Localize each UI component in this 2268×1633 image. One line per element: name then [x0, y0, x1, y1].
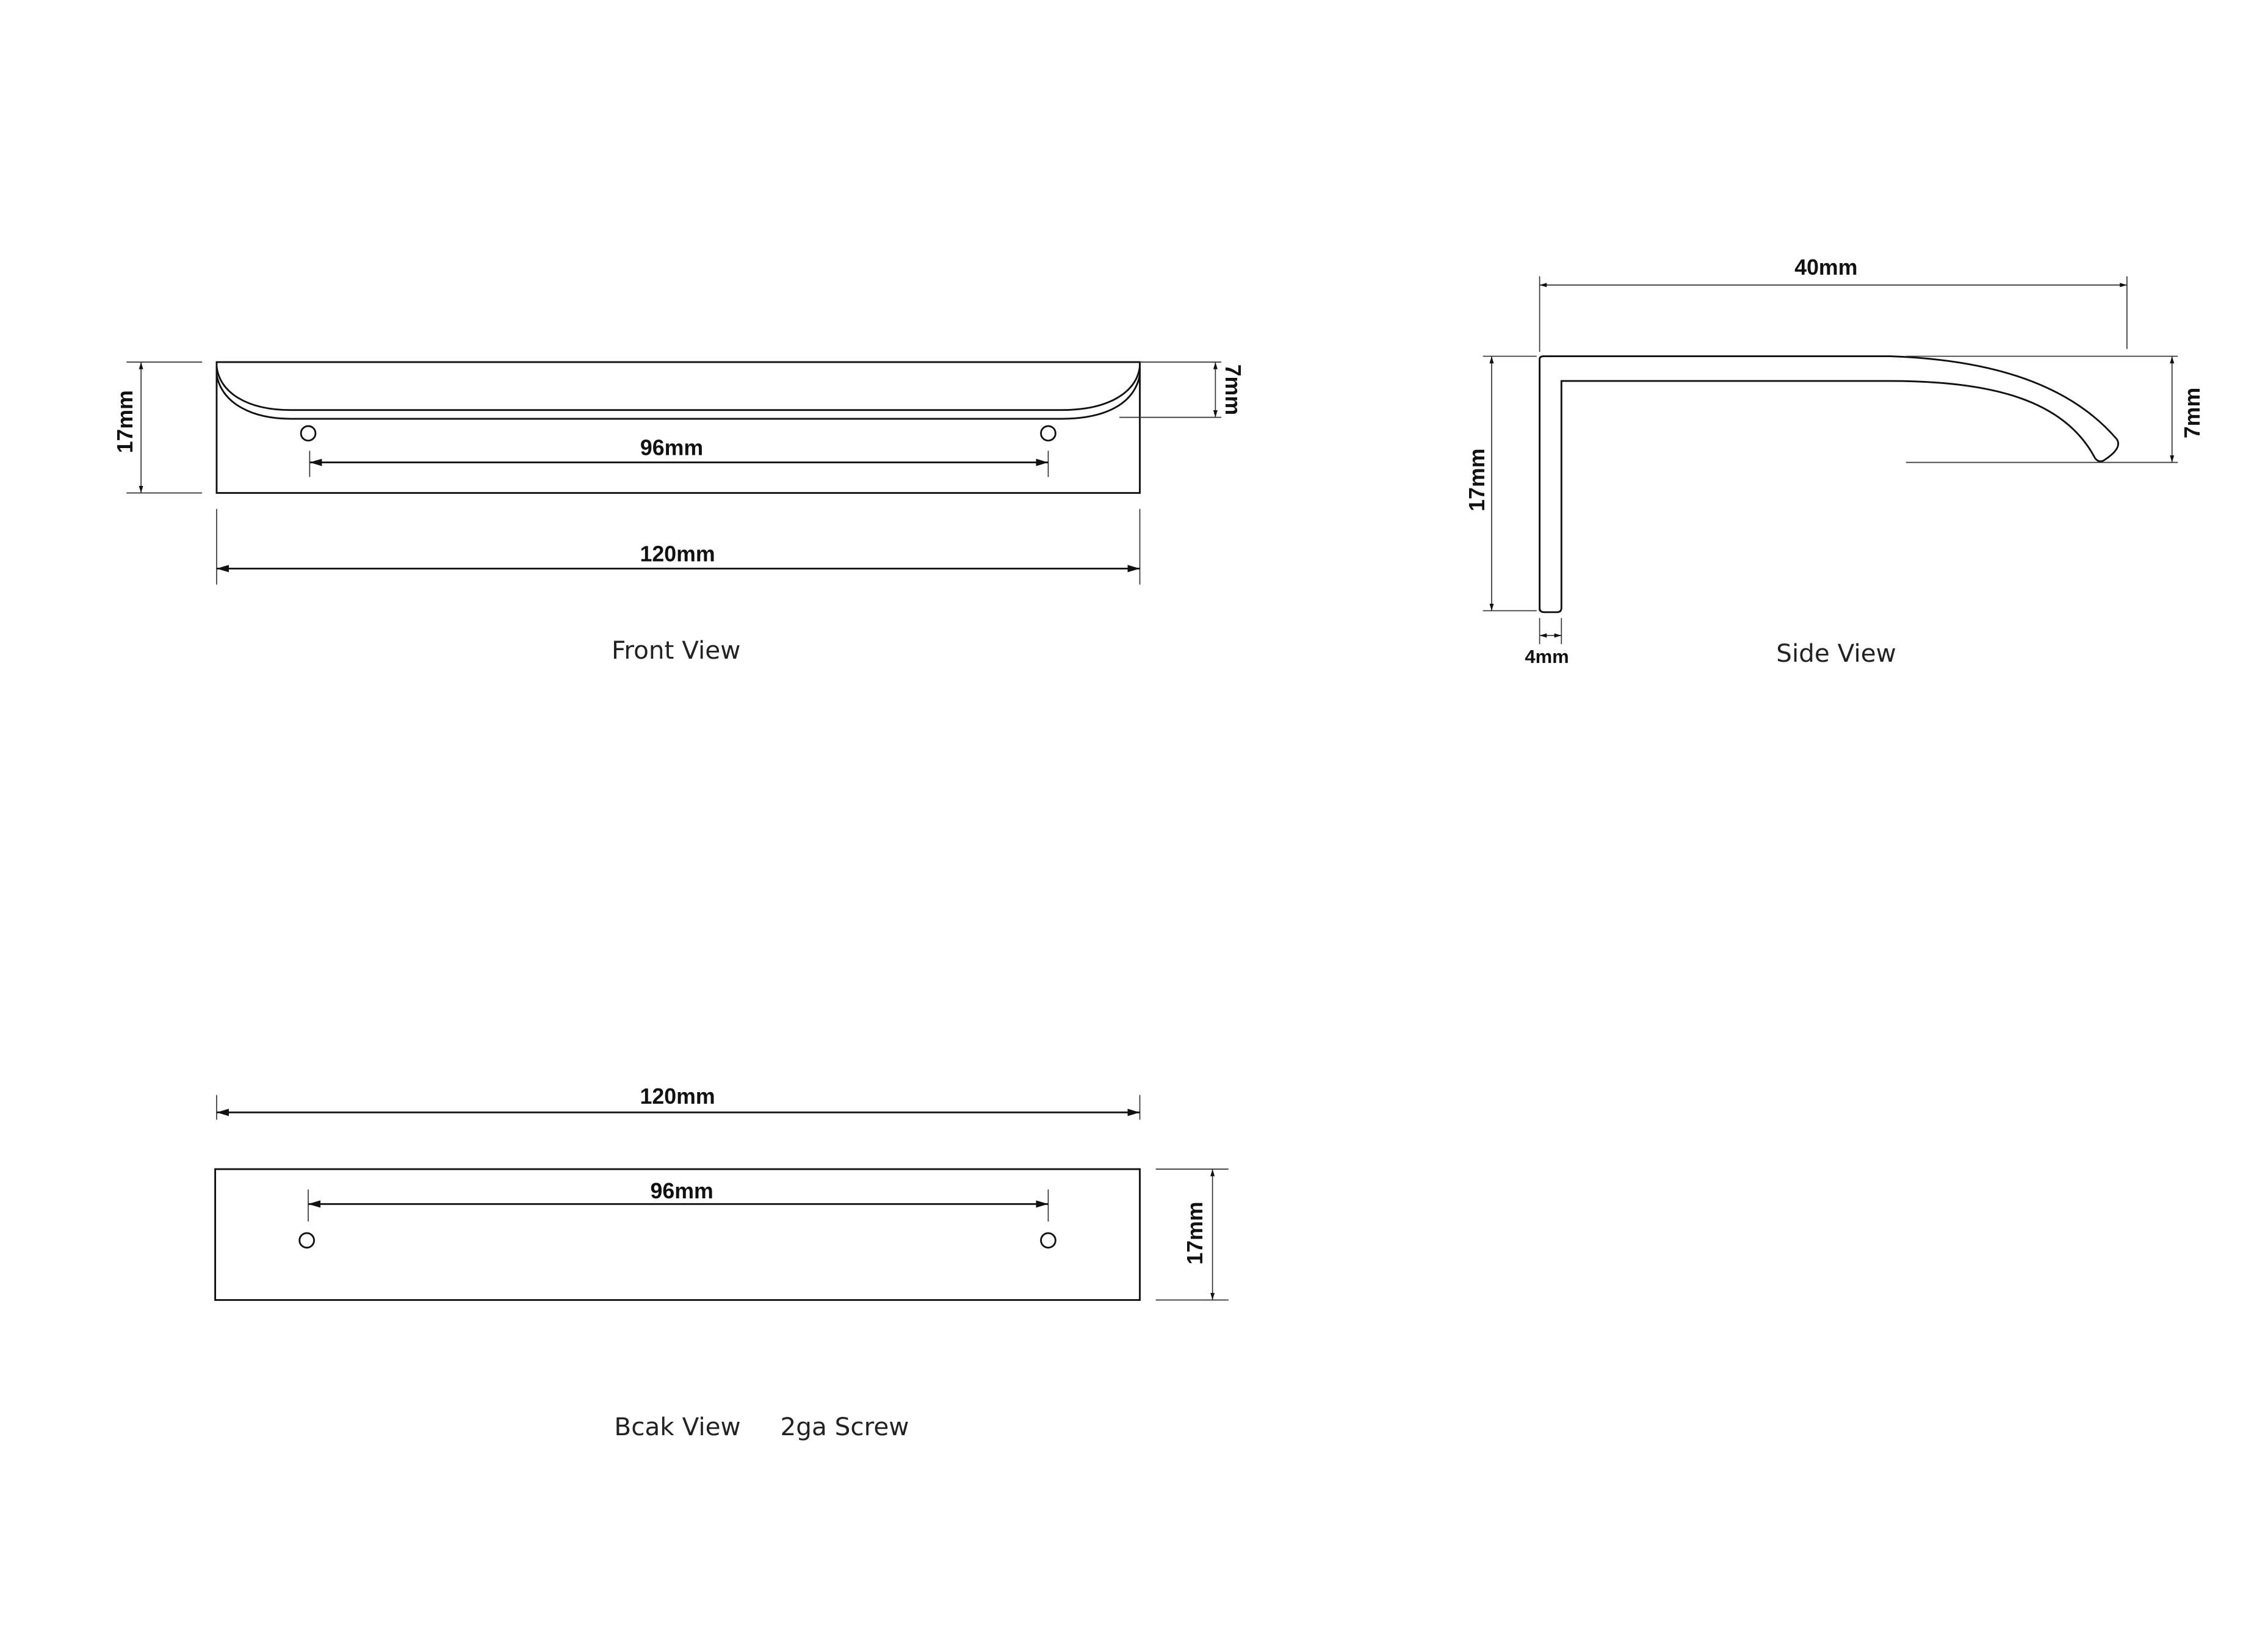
- front-hole-spacing-label: 96mm: [640, 436, 703, 460]
- side-view-title: Side View: [1776, 639, 1896, 668]
- front-body-outline: [215, 361, 1141, 494]
- back-screw-hole-left: [298, 1232, 315, 1249]
- side-depth-label: 40mm: [1794, 255, 1857, 280]
- front-grip-edge: [215, 366, 1141, 411]
- front-view-title: Front View: [612, 635, 740, 665]
- back-view: 120mm 96mm 17mm Bcak View 2ga Screw: [214, 1084, 1229, 1441]
- side-profile: [1539, 355, 2120, 614]
- back-body-outline: [214, 1168, 1141, 1301]
- back-length-label: 120mm: [640, 1084, 715, 1109]
- screw-hole-left: [300, 425, 317, 442]
- side-view: 40mm 17mm 7mm 4mm Side View: [1465, 255, 2205, 668]
- front-grip-label: 7mm: [1221, 364, 1245, 415]
- screw-note: 2ga Screw: [781, 1412, 909, 1441]
- back-screw-hole-right: [1040, 1232, 1056, 1249]
- front-height-label: 17mm: [113, 390, 137, 453]
- back-hole-spacing-label: 96mm: [651, 1179, 713, 1203]
- side-grip-label: 7mm: [2180, 388, 2205, 438]
- front-grip-edge-lower: [215, 375, 1141, 420]
- back-height-label: 17mm: [1183, 1201, 1207, 1264]
- side-thickness-label: 4mm: [1525, 646, 1569, 667]
- side-height-label: 17mm: [1465, 448, 1489, 511]
- screw-hole-right: [1040, 425, 1056, 442]
- front-view: 96mm 120mm 17mm 7mm Front View: [113, 361, 1245, 665]
- front-length-label: 120mm: [640, 541, 715, 566]
- back-view-title: Bcak View: [614, 1412, 740, 1441]
